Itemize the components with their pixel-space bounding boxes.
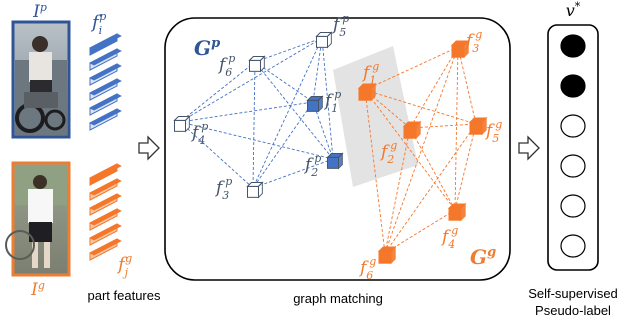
graph-node-label: f3g [464,28,482,55]
graph-edge [384,209,456,254]
graph-node-label: f3p [214,175,232,202]
gallery-feature-slab-top [89,223,122,241]
graph-edge [364,46,459,91]
gallery-feature-slab-top [89,193,122,211]
graph-nodes [173,31,488,265]
probe-feature-slab-top [89,78,122,96]
graph-node-label: f2g [379,139,397,166]
probe-image-label: Ip [32,1,47,22]
graph-edge [457,46,477,125]
graph-node-label: f1p [323,88,341,115]
graph-edge [252,61,256,189]
probe-feature-slab-top [89,63,122,81]
graph-edge [364,89,477,125]
pseudo-label-vector [547,24,599,271]
graph-node-label: f6p [217,52,235,79]
graph-edge [179,101,314,123]
graph-edge [252,101,314,189]
pseudo-label-caption-line1: Self-supervised [528,286,618,301]
graph-g-node [450,39,470,59]
graph-edge [179,61,256,123]
graph-g-title: Gg [470,245,496,269]
graph-node-label: f5g [484,118,502,145]
graph-edge [179,37,323,123]
probe-feature-slab-top [89,33,122,51]
graph-edge [384,123,477,254]
graph-edge [364,89,456,211]
graph-p-node [306,95,324,113]
pseudo-label-title: v* [566,0,581,20]
graph-node-label: f5p [331,12,349,39]
pseudo-label-entry-filled [560,34,586,58]
graph-edge [254,61,314,103]
probe-part-feature-stack [89,33,122,131]
graph-edge [384,127,411,254]
graph-p-node [315,31,333,49]
graph-g-node [447,202,467,222]
gallery-image-label: Ig [30,279,45,300]
probe-person-photo [11,20,71,139]
probe-feature-slab-top [89,108,122,126]
gallery-feature-slab-top [89,238,122,256]
graph-p-node [173,115,191,133]
graph-p-title: Gp [194,36,220,60]
gallery-feature-slab-top [89,208,122,226]
graph-node-label: f6g [358,255,376,282]
graph-edge [384,46,459,254]
gallery-feature-label: fjg [116,252,132,279]
pseudo-label-caption-line2: Pseudo-label [535,303,611,318]
graph-node-label: f4g [440,224,458,251]
part-features-caption: part features [88,288,161,303]
graph-edge [454,46,459,211]
graph-node-label: f2p [303,152,321,179]
pseudo-label-entry-empty [560,234,586,258]
right-arrow-icon [138,135,160,161]
right-arrow-icon [518,135,540,161]
graph-g-node [377,245,397,265]
graph-matching-panel [164,17,511,281]
gallery-feature-slab-top [89,178,122,196]
gallery-feature-slab-top [89,163,122,181]
graph-matching-caption: graph matching [293,291,383,306]
graph-p-node [248,55,266,73]
graph-p-node [326,152,344,170]
probe-feature-slab-top [89,93,122,111]
graph-edge [254,61,334,160]
gallery-part-feature-stack [89,163,122,261]
graph-edge [179,121,254,189]
graph-g-node [357,82,377,102]
graph-p-node [246,181,264,199]
graph-g-node [468,116,488,136]
graph-edge [321,37,334,160]
pseudo-label-entry-empty [560,154,586,178]
graph-edge [409,46,459,129]
graph-edge [364,89,386,254]
graph-edge [254,37,323,63]
graph-g-node [402,120,422,140]
graph-edge [312,37,323,103]
pseudo-label-entry-empty [560,114,586,138]
graph-node-label: f4p [190,120,208,147]
graph-node-labels: f6p f5p f4p f1p f2p f3p f1g f3g f2g f5g f4g f6g [190,12,502,282]
graph-edge [252,37,323,189]
probe-feature-label: fip [90,10,106,37]
graph-edge [179,121,334,160]
probe-feature-slab-top [89,48,122,66]
graph-edge [252,158,334,189]
pseudo-label-entry-empty [560,194,586,218]
pseudo-label-entry-filled [560,74,586,98]
graph-edge [409,127,456,211]
gallery-person-photo [5,161,71,277]
matching-band [333,46,418,187]
graph-edge [409,123,477,129]
graph-edges [179,37,477,254]
pseudo-label-entries [560,34,586,258]
graph-node-label: f1g [361,60,379,87]
